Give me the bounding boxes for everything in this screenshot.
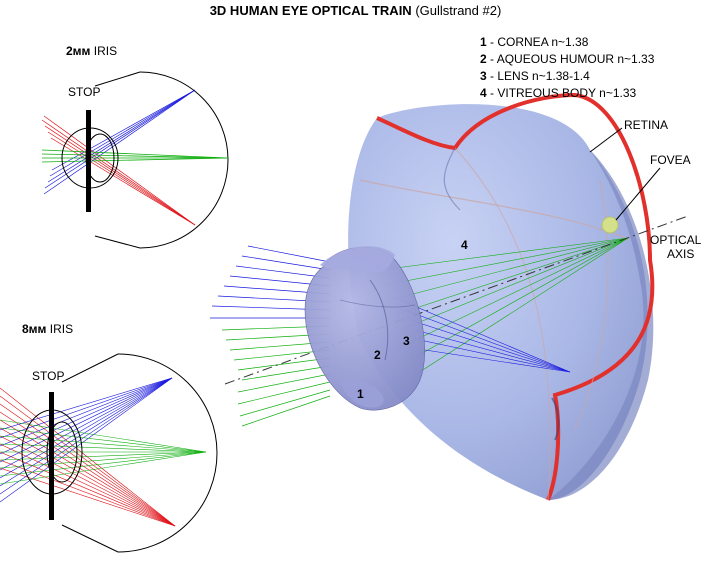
retina-label: RETINA — [624, 118, 669, 132]
eyeball — [348, 104, 648, 500]
small-green-rays — [41, 149, 229, 163]
large-stop-label: STOP — [32, 369, 65, 383]
legend-text: - CORNEA n~1.38 — [486, 35, 589, 49]
internal-rays-green — [379, 237, 629, 376]
part-2-label: 2 — [374, 348, 381, 362]
legend-item: 2 - AQUEOUS HUMOUR n~1.33 — [480, 51, 654, 68]
large-green-rays — [0, 419, 207, 485]
legend: 1 - CORNEA n~1.38 2 - AQUEOUS HUMOUR n~1… — [480, 34, 654, 102]
legend-num: 1 — [480, 35, 487, 49]
small-iris-size: 2мм — [66, 44, 91, 58]
legend-num: 4 — [480, 86, 487, 100]
optical-axis-label: OPTICAL AXIS — [650, 233, 701, 261]
large-blue-rays — [0, 377, 173, 503]
legend-text: - LENS n~1.38-1.4 — [486, 69, 590, 83]
fovea-dot — [601, 216, 619, 234]
optical-axis-line2: AXIS — [667, 247, 695, 261]
legend-text: - VITREOUS BODY n~1.33 — [486, 86, 637, 100]
diagram-title: 3D HUMAN EYE OPTICAL TRAIN (Gullstrand #… — [0, 3, 711, 18]
large-eye-outline — [117, 353, 218, 553]
large-iris-word: IRIS — [46, 322, 74, 336]
large-red-rays — [0, 387, 176, 527]
legend-item: 4 - VITREOUS BODY n~1.33 — [480, 85, 654, 102]
cornea-front — [340, 380, 384, 408]
lens-assembly — [304, 246, 425, 411]
legend-num: 3 — [480, 69, 487, 83]
part-1-label: 1 — [357, 387, 364, 401]
large-stop-bar — [49, 392, 54, 520]
eye-3d — [210, 92, 689, 501]
small-eye-outline — [139, 71, 229, 249]
small-iris-label: 2мм IRIS — [66, 44, 117, 58]
large-iris-size: 8мм — [22, 322, 47, 336]
small-iris-word: IRIS — [90, 44, 118, 58]
legend-item: 3 - LENS n~1.38-1.4 — [480, 68, 654, 85]
legend-text: - AQUEOUS HUMOUR n~1.33 — [486, 52, 655, 66]
title-bold: 3D HUMAN EYE OPTICAL TRAIN — [209, 3, 412, 18]
small-iris-diagram — [41, 71, 229, 249]
large-iris-label: 8мм IRIS — [22, 322, 73, 336]
optical-axis-line1: OPTICAL — [650, 233, 702, 247]
fovea-label: FOVEA — [650, 153, 691, 167]
small-red-rays — [41, 115, 196, 226]
incoming-rays-green — [221, 325, 331, 427]
part-4-label: 4 — [461, 238, 468, 252]
title-subtitle: (Gullstrand #2) — [411, 3, 502, 18]
legend-item: 1 - CORNEA n~1.38 — [480, 34, 654, 51]
part-3-label: 3 — [403, 334, 410, 348]
small-stop-bar — [86, 110, 91, 212]
legend-num: 2 — [480, 52, 487, 66]
large-iris-diagram — [0, 353, 218, 553]
optical-axis-line — [224, 215, 689, 385]
internal-rays-blue — [399, 299, 571, 373]
small-stop-label: STOP — [68, 85, 101, 99]
